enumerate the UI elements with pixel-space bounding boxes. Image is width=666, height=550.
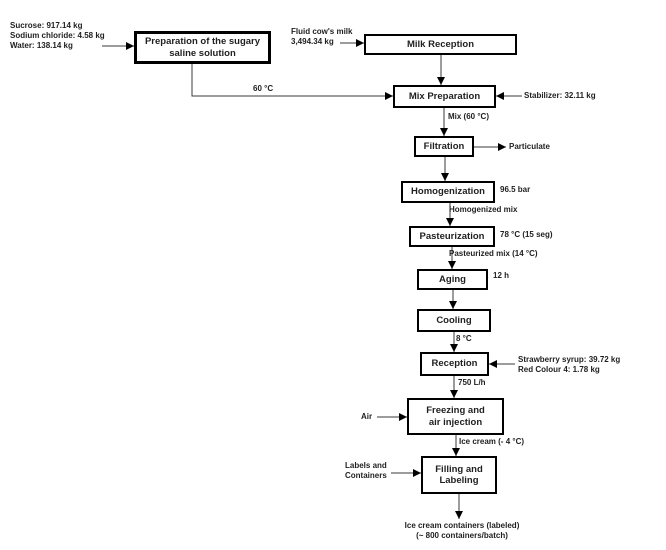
label-pressure-96-5-bar: 96.5 bar	[500, 185, 531, 194]
process-box-filling-labeling: Filling and Labeling	[421, 456, 497, 494]
output-ice-cream-containers: Ice cream containers (labeled) (~ 800 co…	[404, 521, 520, 540]
process-box-homogenization: Homogenization	[401, 181, 495, 203]
input-air: Air	[361, 412, 373, 421]
label-mix-60c: Mix (60 °C)	[448, 112, 489, 121]
process-box-mix-preparation: Mix Preparation	[393, 85, 496, 108]
input-sugary-ingredients: Sucrose: 917.14 kg Sodium chloride: 4.58…	[10, 21, 105, 50]
input-labels-containers: Labels and Containers	[345, 461, 387, 480]
process-box-pasteurization: Pasteurization	[409, 226, 495, 247]
label-aging-time: 12 h	[493, 271, 510, 280]
input-strawberry-syrup-colour: Strawberry syrup: 39.72 kg Red Colour 4:…	[518, 355, 621, 374]
process-box-reception: Reception	[420, 352, 489, 376]
process-box-freezing-air-injection: Freezing and air injection	[407, 398, 504, 435]
process-box-cooling: Cooling	[417, 309, 491, 332]
label-pasteurized-mix: Pasteurized mix (14 °C)	[449, 249, 538, 258]
label-cooling-temp: 8 °C	[456, 334, 472, 343]
label-flow-rate: 750 L/h	[458, 378, 486, 387]
process-box-preparation: Preparation of the sugary saline solutio…	[134, 31, 271, 64]
label-pasteurization-temp: 78 °C (15 seg)	[500, 230, 553, 239]
input-fluid-cows-milk: Fluid cow's milk 3,494.34 kg	[291, 27, 353, 46]
process-box-filtration: Filtration	[414, 136, 474, 157]
process-box-aging: Aging	[417, 269, 488, 290]
input-stabilizer: Stabilizer: 32.11 kg	[524, 91, 596, 100]
label-homogenized-mix: Homogenized mix	[449, 205, 518, 214]
label-particulate: Particulate	[509, 142, 550, 151]
arrow-preparation-to-mix	[191, 64, 393, 100]
label-temp-60c: 60 °C	[253, 84, 274, 93]
label-ice-cream-minus4: Ice cream (- 4 °C)	[459, 437, 525, 446]
process-box-milk-reception: Milk Reception	[364, 34, 517, 55]
